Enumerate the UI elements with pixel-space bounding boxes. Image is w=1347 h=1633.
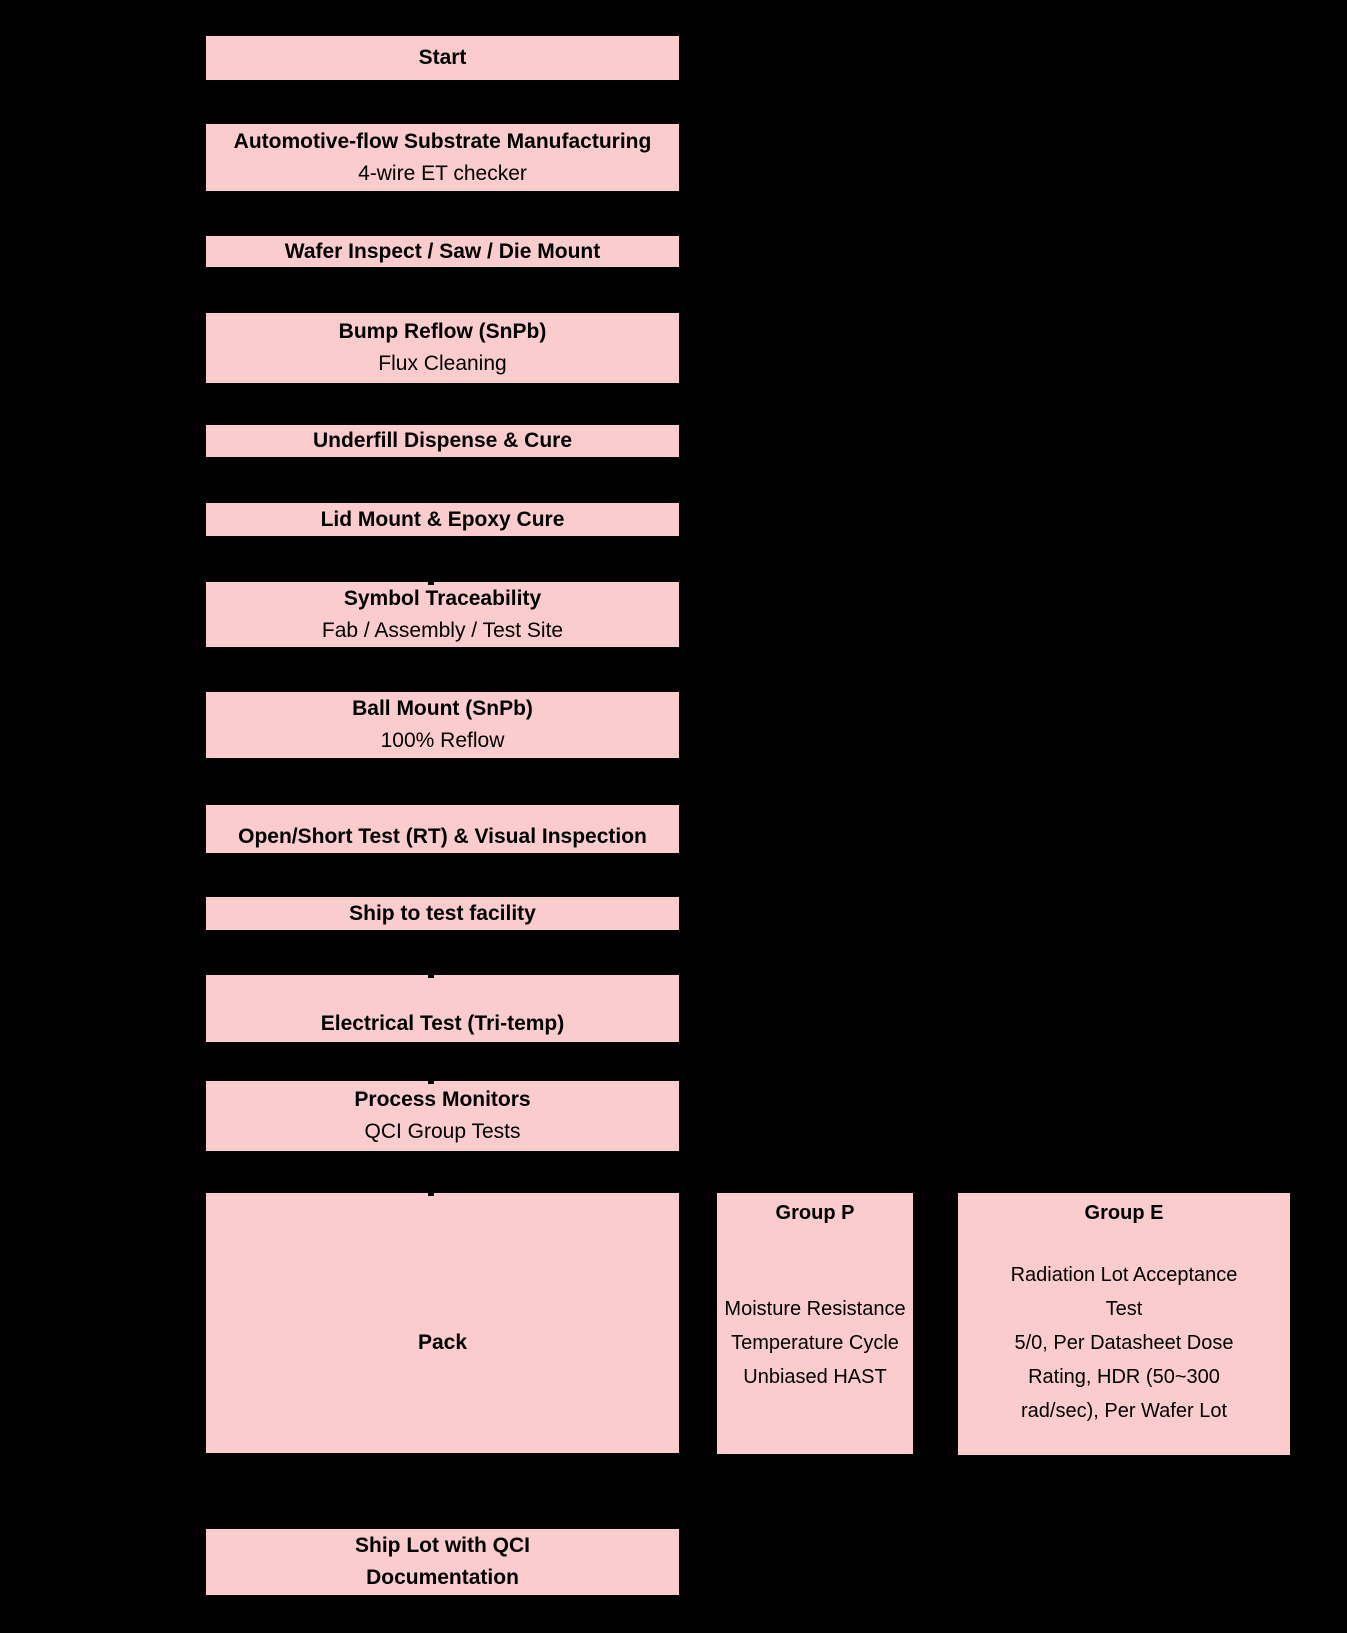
qci-group-e-box: Group E Radiation Lot Acceptance Test 5/… bbox=[958, 1193, 1290, 1455]
flow-step-label: Process Monitors bbox=[354, 1088, 531, 1111]
qci-group-body: Radiation Lot Acceptance Test 5/0, Per D… bbox=[999, 1258, 1249, 1428]
flow-step-label: Ship to test facility bbox=[349, 901, 536, 925]
flow-step-label: Automotive-flow Substrate Manufacturing bbox=[233, 129, 652, 153]
flow-step-label: Lid Mount & Epoxy Cure bbox=[320, 507, 565, 531]
flow-step-pack: Pack bbox=[206, 1193, 679, 1453]
flow-step-label: Ball Mount (SnPb) bbox=[352, 697, 533, 720]
flow-step-sublabel: 100% Reflow bbox=[380, 729, 505, 752]
arrow-tip-artifact bbox=[428, 1193, 434, 1196]
qci-group-title: Group E bbox=[1084, 1202, 1164, 1224]
flow-step-ship-lot: Ship Lot with QCI Documentation bbox=[206, 1529, 679, 1595]
flow-step-symbol-traceability: Symbol Traceability Fab / Assembly / Tes… bbox=[206, 582, 679, 647]
flow-step-wafer-inspect: Wafer Inspect / Saw / Die Mount bbox=[206, 236, 679, 267]
qci-group-test-item: Radiation Lot Acceptance Test bbox=[1010, 1264, 1238, 1320]
flow-step-sublabel: QCI Group Tests bbox=[364, 1120, 521, 1143]
arrow-tip-artifact bbox=[428, 1081, 434, 1084]
flow-step-open-short-test: Open/Short Test (RT) & Visual Inspection bbox=[206, 805, 679, 853]
flow-step-label: Pack bbox=[417, 1331, 468, 1354]
qci-group-body: Moisture Resistance Temperature Cycle Un… bbox=[724, 1292, 905, 1394]
flow-step-ship-to-test-facility: Ship to test facility bbox=[206, 897, 679, 930]
flow-step-ball-mount: Ball Mount (SnPb) 100% Reflow bbox=[206, 692, 679, 758]
flow-step-process-monitors: Process Monitors QCI Group Tests bbox=[206, 1081, 679, 1151]
qci-group-test-item: 5/0, Per Datasheet Dose Rating, HDR (50~… bbox=[1014, 1332, 1234, 1422]
flow-step-sublabel: Flux Cleaning bbox=[378, 352, 507, 375]
flow-step-underfill: Underfill Dispense & Cure bbox=[206, 425, 679, 457]
flow-step-substrate-manufacturing: Automotive-flow Substrate Manufacturing … bbox=[206, 124, 679, 191]
flow-step-label-line2: Documentation bbox=[366, 1566, 519, 1589]
flow-step-start: Start bbox=[206, 36, 679, 80]
flow-step-label: Ship Lot with QCI bbox=[355, 1534, 530, 1557]
arrow-tip-artifact bbox=[428, 975, 434, 978]
flow-step-label: Start bbox=[418, 46, 467, 69]
flow-step-label: Symbol Traceability bbox=[343, 586, 542, 610]
flow-step-label: Electrical Test (Tri-temp) bbox=[320, 1011, 565, 1035]
flow-step-label: Wafer Inspect / Saw / Die Mount bbox=[284, 239, 601, 263]
flow-step-bump-reflow: Bump Reflow (SnPb) Flux Cleaning bbox=[206, 313, 679, 383]
flow-step-lid-mount: Lid Mount & Epoxy Cure bbox=[206, 503, 679, 536]
arrow-tip-artifact bbox=[428, 582, 434, 585]
qci-group-p-box: Group P Moisture Resistance Temperature … bbox=[717, 1193, 913, 1454]
qci-group-test-item: Moisture Resistance bbox=[724, 1298, 906, 1320]
flow-step-sublabel: Fab / Assembly / Test Site bbox=[321, 618, 564, 642]
qci-group-test-item: Unbiased HAST bbox=[743, 1366, 887, 1388]
flow-step-label: Open/Short Test (RT) & Visual Inspection bbox=[238, 825, 647, 848]
flow-step-sublabel: 4-wire ET checker bbox=[358, 161, 527, 185]
qci-group-title: Group P bbox=[775, 1202, 855, 1224]
flow-step-label: Bump Reflow (SnPb) bbox=[338, 320, 547, 343]
flow-step-label: Underfill Dispense & Cure bbox=[312, 429, 573, 452]
flow-step-electrical-test: Electrical Test (Tri-temp) bbox=[206, 975, 679, 1042]
qci-group-test-item: Temperature Cycle bbox=[731, 1332, 899, 1354]
